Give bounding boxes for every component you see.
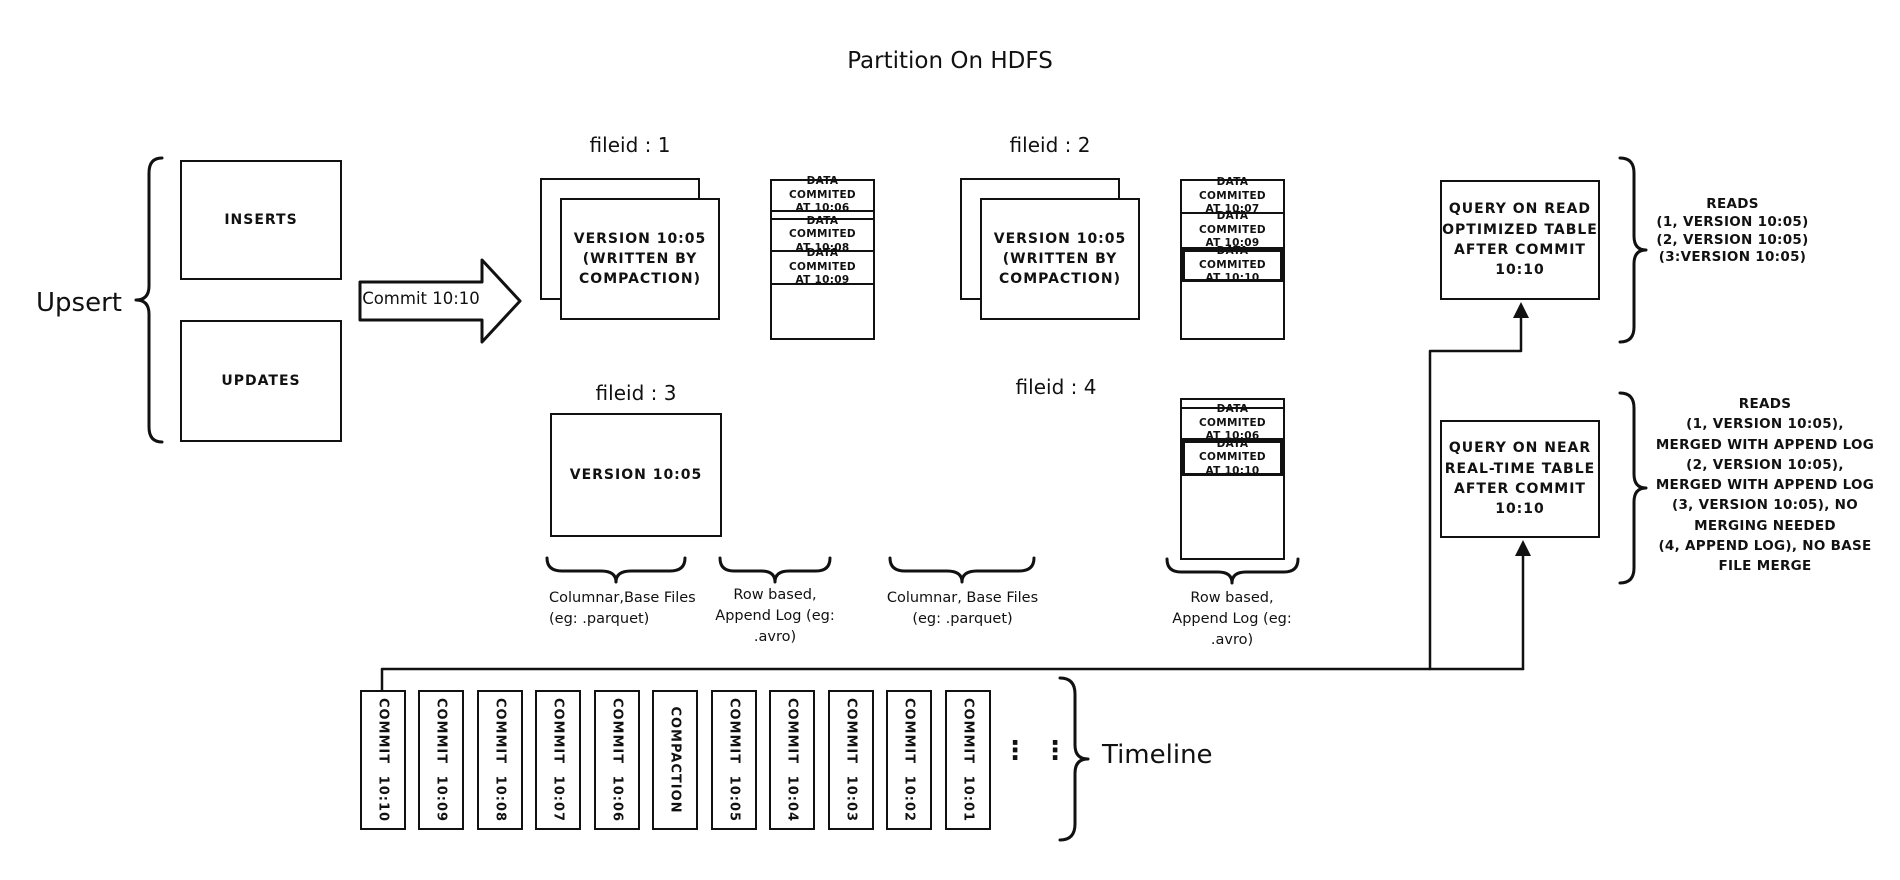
timeline-commit-1003: COMMIT 10:03 — [828, 690, 874, 830]
timeline-commit-1010: COMMIT 10:10 — [360, 690, 406, 830]
reads-1-brace — [1618, 156, 1648, 344]
timeline-ellipsis-1: ⋮ — [1002, 736, 1028, 766]
upsert-brace — [134, 156, 164, 444]
fg1-log-file: DATA COMMITED AT 10:06 DATA COMMITED AT … — [770, 175, 875, 340]
timeline-commit-1008: COMMIT 10:08 — [477, 690, 523, 830]
updates-box: UPDATES — [180, 320, 342, 442]
fileid-3-label: fileid : 3 — [595, 381, 677, 405]
timeline-commit-1009: COMMIT 10:09 — [418, 690, 464, 830]
timeline-commit-1003-label: COMMIT 10:03 — [843, 697, 859, 823]
commit-arrow — [358, 258, 522, 344]
updates-label: UPDATES — [221, 372, 301, 389]
columnar-2-label: Columnar, Base Files (eg: .parquet) — [886, 590, 1039, 628]
commit-arrow-label: Commit 10:10 — [362, 289, 480, 308]
timeline-commit-1006: COMMIT 10:06 — [594, 690, 640, 830]
timeline-commit-1005: COMMIT 10:05 — [711, 690, 757, 830]
timeline-commit-1001-label: COMMIT 10:01 — [960, 697, 976, 823]
fileid-2-label: fileid : 2 — [1009, 133, 1091, 157]
timeline-commit-1002-label: COMMIT 10:02 — [901, 697, 917, 823]
timeline-commit-1010-label: COMMIT 10:10 — [375, 697, 391, 823]
fg2-log-segment-1: DATA COMMITED AT 10:07 — [1182, 176, 1283, 215]
reads-2-brace — [1618, 391, 1648, 585]
timeline-compaction: COMPACTION — [652, 690, 698, 830]
reads-2-text: READS (1, VERSION 10:05), MERGED WITH AP… — [1655, 396, 1875, 574]
fileid-1-label: fileid : 1 — [589, 133, 671, 157]
fg2-base-text: VERSION 10:05 (WRITTEN BY COMPACTION) — [993, 230, 1127, 288]
timeline-commit-1008-label: COMMIT 10:08 — [492, 697, 508, 823]
fg1-base-text: VERSION 10:05 (WRITTEN BY COMPACTION) — [573, 230, 707, 288]
rowlog-1-brace — [718, 556, 832, 584]
timeline-label: Timeline — [1102, 740, 1213, 770]
timeline-commit-1007-label: COMMIT 10:07 — [550, 697, 566, 823]
query-read-optimized-box: QUERY ON READ OPTIMIZED TABLE AFTER COMM… — [1440, 180, 1600, 300]
fg1-log-segment-1: DATA COMMITED AT 10:06 — [772, 175, 873, 214]
timeline-commit-1006-label: COMMIT 10:06 — [609, 697, 625, 823]
fg4-log-file: DATA COMMITED AT 10:06 DATA COMMITED AT … — [1180, 398, 1285, 560]
fg2-log-file: DATA COMMITED AT 10:07 DATA COMMITED AT … — [1180, 176, 1285, 340]
fg4-log-segment-2: DATA COMMITED AT 10:10 — [1182, 438, 1283, 477]
query-read-optimized-text: QUERY ON READ OPTIMIZED TABLE AFTER COMM… — [1442, 201, 1598, 279]
columnar-2-brace — [888, 556, 1036, 584]
fg3-base-file: VERSION 10:05 — [550, 413, 722, 537]
timeline-commit-1007: COMMIT 10:07 — [535, 690, 581, 830]
timeline-compaction-label: COMPACTION — [667, 706, 683, 814]
fileid-4-label: fileid : 4 — [1015, 375, 1097, 399]
fg1-log-spacer — [772, 212, 873, 220]
reads-1-text: READS (1, VERSION 10:05) (2, VERSION 10:… — [1656, 196, 1809, 266]
timeline-commit-1004-label: COMMIT 10:04 — [784, 697, 800, 823]
timeline-ellipsis-2: ⋮ — [1042, 736, 1068, 766]
timeline-commit-1001: COMMIT 10:01 — [945, 690, 991, 830]
timeline-commit-1009-label: COMMIT 10:09 — [433, 697, 449, 823]
inserts-label: INSERTS — [224, 211, 298, 228]
columnar-1-label: Columnar,Base Files (eg: .parquet) — [549, 590, 696, 628]
timeline-commit-1005-label: COMMIT 10:05 — [726, 697, 742, 823]
fg2-log-segment-2: DATA COMMITED AT 10:09 — [1182, 210, 1283, 249]
fg2-base-file: VERSION 10:05 (WRITTEN BY COMPACTION) — [980, 198, 1140, 320]
fg1-base-file: VERSION 10:05 (WRITTEN BY COMPACTION) — [560, 198, 720, 320]
rowlog-2-brace — [1165, 557, 1300, 585]
query-near-real-time-box: QUERY ON NEAR REAL-TIME TABLE AFTER COMM… — [1440, 420, 1600, 538]
fg1-log-segment-3: DATA COMMITED AT 10:09 — [772, 247, 873, 286]
timeline-brace — [1058, 676, 1090, 842]
fg4-log-segment-1: DATA COMMITED AT 10:06 — [1182, 403, 1283, 442]
diagram-title: Partition On HDFS — [847, 48, 1053, 74]
inserts-box: INSERTS — [180, 160, 342, 280]
timeline-commit-1004: COMMIT 10:04 — [769, 690, 815, 830]
rowlog-1-label: Row based, Append Log (eg: .avro) — [715, 587, 835, 646]
fg2-log-segment-3: DATA COMMITED AT 10:10 — [1182, 245, 1283, 284]
upsert-label: Upsert — [36, 288, 122, 318]
timeline-commit-1002: COMMIT 10:02 — [886, 690, 932, 830]
fg4-log-spacer — [1182, 400, 1283, 409]
rowlog-2-label: Row based, Append Log (eg: .avro) — [1172, 590, 1292, 649]
columnar-1-brace — [545, 556, 687, 584]
query-near-real-time-text: QUERY ON NEAR REAL-TIME TABLE AFTER COMM… — [1444, 440, 1596, 518]
fg1-log-segment-2: DATA COMMITED AT 10:08 — [772, 215, 873, 254]
fg3-base-text: VERSION 10:05 — [569, 466, 703, 483]
